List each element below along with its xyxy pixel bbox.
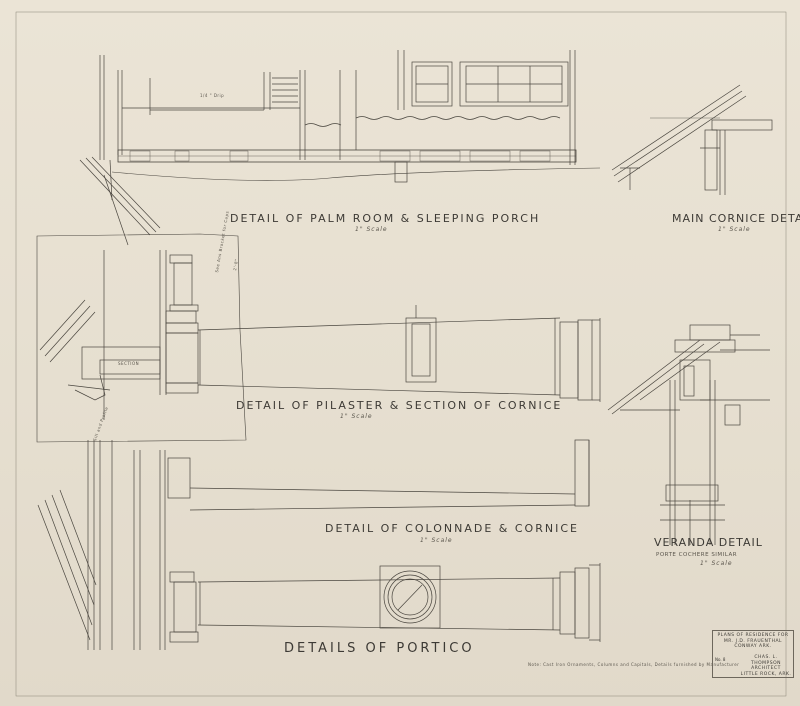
scale-main-cornice: 1" Scale (718, 226, 751, 233)
title-palm-room: DETAIL OF PALM ROOM & SLEEPING PORCH (230, 212, 541, 225)
pilaster-section (36, 233, 601, 443)
architect-title: ARCHITECT (751, 666, 781, 671)
annotation-drip: 1/4 " Drip (200, 93, 225, 98)
title-pilaster: DETAIL OF PILASTER & SECTION OF CORNICE (236, 399, 563, 412)
colonnade-section (37, 439, 601, 650)
veranda-section (607, 324, 770, 545)
title-colonnade: DETAIL OF COLONNADE & CORNICE (325, 522, 579, 535)
annotation-section: SECTION (118, 361, 140, 366)
architect-name: CHAS. L. THOMPSON (750, 655, 782, 666)
subtitle-veranda: PORTE COCHERE SIMILAR (656, 552, 738, 558)
title-block: PLANS OF RESIDENCE FOR MR. J.D. FRAUENTH… (712, 630, 794, 678)
title-veranda: VERANDA DETAIL (654, 536, 763, 549)
scale-pilaster: 1" Scale (340, 413, 373, 420)
title-block-location: CONWAY ARK. (734, 644, 772, 649)
scale-veranda: 1" Scale (700, 560, 733, 567)
title-block-project: PLANS OF RESIDENCE FOR MR. J.D. FRAUENTH… (715, 633, 791, 650)
architect-city: LITTLE ROCK, ARK. (740, 671, 792, 677)
palm-room-section (79, 50, 601, 246)
scale-palm-room: 1" Scale (355, 226, 388, 233)
title-block-architect: CHAS. L. THOMPSON ARCHITECT LITTLE ROCK,… (739, 655, 793, 677)
title-main-cornice: MAIN CORNICE DETAIL (672, 212, 800, 225)
main-cornice-section (611, 84, 773, 195)
annotation-bottom-note: Note: Cast Iron Ornaments, Columns and C… (528, 662, 740, 667)
title-block-sheet: No. 8 (715, 657, 726, 662)
title-block-project-name: PLANS OF RESIDENCE FOR MR. J.D. FRAUENTH… (717, 633, 789, 644)
scale-colonnade: 1" Scale (420, 537, 453, 544)
title-portico: DETAILS OF PORTICO (284, 641, 475, 656)
